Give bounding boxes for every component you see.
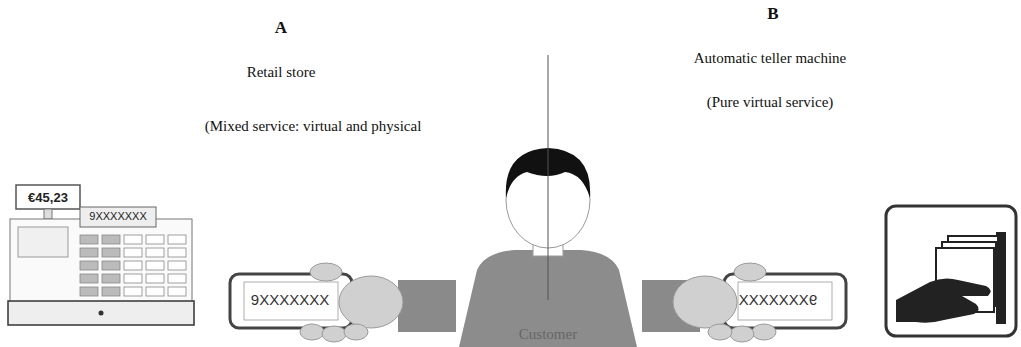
section-letter: B bbox=[767, 4, 778, 24]
display-text: 9XXXXXXX bbox=[89, 210, 146, 222]
smartphone: 9XXXXXXX bbox=[700, 262, 850, 342]
customer-hair bbox=[506, 148, 590, 198]
register-key bbox=[146, 287, 164, 296]
register-key bbox=[80, 274, 98, 283]
register-key bbox=[124, 248, 142, 257]
atm-icon bbox=[886, 206, 1016, 336]
register-key bbox=[102, 248, 120, 257]
register-key bbox=[168, 261, 186, 270]
hand-part bbox=[300, 324, 324, 340]
drawer-knob bbox=[99, 311, 104, 316]
hand-part bbox=[752, 324, 776, 340]
register-body bbox=[10, 219, 192, 303]
display-text: 9XXXXXXX bbox=[251, 291, 329, 308]
node-shape bbox=[455, 140, 641, 347]
price-display bbox=[16, 185, 80, 209]
phone-screen bbox=[738, 282, 832, 320]
phone-with-hand bbox=[673, 263, 846, 342]
register-key bbox=[168, 287, 186, 296]
section-letter: A bbox=[275, 18, 287, 38]
phone-body bbox=[230, 274, 352, 328]
node-label: Customer bbox=[519, 326, 577, 343]
register-key bbox=[80, 261, 98, 270]
hand-part bbox=[310, 263, 342, 281]
hand-part bbox=[730, 326, 754, 342]
register-key bbox=[80, 287, 98, 296]
section-subtitle: (Mixed service: virtual and physical bbox=[205, 118, 422, 135]
left-sleeve bbox=[398, 280, 456, 332]
section-title: Automatic teller machine bbox=[694, 50, 846, 67]
phone-with-hand bbox=[230, 263, 403, 342]
phone-screen bbox=[244, 282, 338, 320]
register-key bbox=[146, 248, 164, 257]
register-key bbox=[102, 235, 120, 244]
register-key bbox=[80, 235, 98, 244]
register-screen bbox=[80, 207, 156, 227]
register-key bbox=[102, 261, 120, 270]
display-text: €45,23 bbox=[28, 190, 68, 205]
section-subtitle: (Pure virtual service) bbox=[707, 94, 834, 111]
register-key bbox=[124, 235, 142, 244]
divider-line bbox=[548, 55, 549, 300]
receipt-printer bbox=[18, 227, 68, 257]
customer-body bbox=[459, 250, 637, 347]
atm-frame bbox=[886, 206, 1016, 336]
register-key bbox=[102, 274, 120, 283]
hand-part bbox=[708, 324, 732, 340]
hand-part bbox=[673, 276, 737, 328]
register-key bbox=[124, 287, 142, 296]
register-key bbox=[146, 235, 164, 244]
register-key bbox=[80, 248, 98, 257]
display-text: 9XXXXXXX bbox=[739, 291, 817, 308]
register-key bbox=[146, 274, 164, 283]
cash-drawer bbox=[8, 301, 194, 325]
register-key bbox=[168, 235, 186, 244]
display-post bbox=[44, 209, 52, 219]
hand-part bbox=[322, 326, 346, 342]
phone-body bbox=[724, 274, 846, 328]
register-key bbox=[168, 248, 186, 257]
smartphone: 9XXXXXXX bbox=[226, 262, 401, 342]
section-title: Retail store bbox=[247, 64, 316, 81]
register-key bbox=[168, 274, 186, 283]
hand-part bbox=[344, 324, 368, 340]
register-key bbox=[124, 261, 142, 270]
hand-part bbox=[339, 276, 403, 328]
atm-hand bbox=[896, 278, 991, 322]
hand-part bbox=[734, 263, 766, 281]
register-key bbox=[124, 274, 142, 283]
register-key bbox=[146, 261, 164, 270]
cash-register: €45,23 9XXXXXXX bbox=[8, 183, 194, 329]
register-key bbox=[102, 287, 120, 296]
customer-figure: Customer bbox=[455, 140, 641, 347]
